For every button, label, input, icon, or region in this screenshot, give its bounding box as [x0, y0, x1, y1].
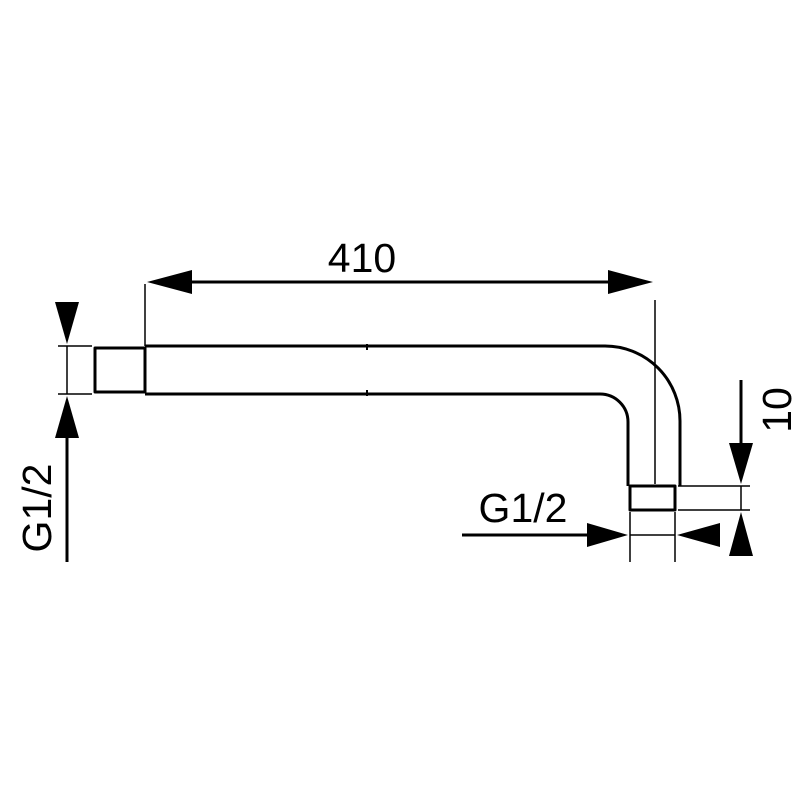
inlet-thread-label: G1/2	[14, 464, 60, 553]
inlet-thread-fitting	[93, 346, 147, 394]
length-dimension: 410	[144, 235, 653, 346]
pipe-outer-edge	[145, 344, 682, 486]
inlet-thread-dimension: G1/2	[14, 302, 92, 562]
pipe-inner-edge	[145, 392, 630, 486]
shower-arm	[93, 344, 682, 512]
outlet-height-dimension: 10	[678, 380, 800, 556]
inlet-arrow-top	[55, 302, 79, 344]
outlet-thread-dimension: G1/2	[462, 485, 720, 562]
outlet-arrow-left	[587, 523, 628, 547]
outlet-arrow-right	[677, 523, 720, 547]
length-arrow-left	[147, 270, 192, 294]
inlet-arrow-bottom	[55, 396, 79, 438]
height-label: 10	[754, 387, 800, 433]
outlet-thread-fitting	[628, 484, 677, 512]
outlet-thread-label: G1/2	[479, 485, 568, 531]
height-arrow-top	[729, 443, 753, 484]
length-label: 410	[328, 235, 396, 281]
length-arrow-right	[608, 270, 653, 294]
height-arrow-bottom	[729, 512, 753, 556]
